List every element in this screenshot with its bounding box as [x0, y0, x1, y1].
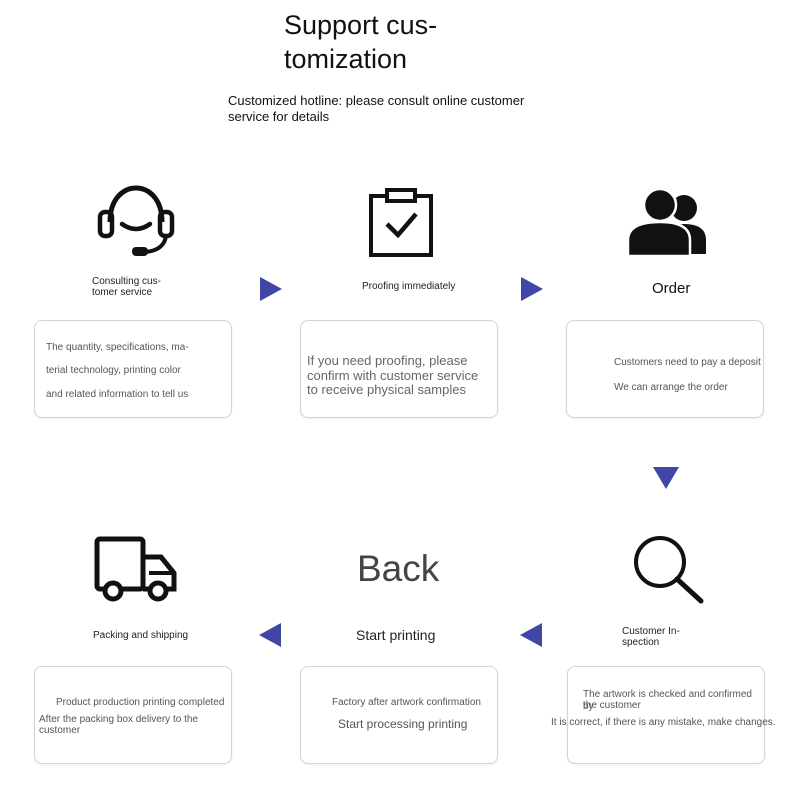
back-text: Back [357, 548, 440, 589]
users-icon [626, 187, 706, 258]
card-text: the customer [583, 700, 641, 711]
card-text: After the packing box delivery to the [39, 714, 198, 725]
step-label-inspection: Customer In- spection [622, 626, 680, 648]
arrow-down-icon [653, 467, 679, 489]
card-text: Start processing printing [338, 717, 468, 731]
card-text: The artwork is checked and confirmed by [583, 689, 752, 712]
hotline-line-2: service for details [228, 109, 330, 124]
arrow-left-icon [259, 623, 281, 647]
card-text: Customers need to pay a deposit [614, 357, 761, 368]
card-text: The quantity, specifications, ma- [46, 342, 189, 353]
arrow-right-icon [521, 277, 543, 301]
card-order: Customers need to pay a deposit We can a… [566, 320, 764, 418]
card-inspection: The artwork is checked and confirmed by … [551, 666, 776, 764]
card-text: and related information to tell us [46, 389, 189, 400]
title-line-1: Support cus- [284, 10, 438, 40]
hotline-text: Customized hotline: please consult onlin… [228, 93, 568, 125]
card-proofing: If you need proofing, please confirm wit… [300, 320, 498, 418]
step-label-printing: Start printing [356, 627, 436, 643]
arrow-left-icon [520, 623, 542, 647]
hotline-line-1: Customized hotline: please consult onlin… [228, 93, 525, 108]
title-line-2: tomization [284, 44, 408, 74]
card-consulting: The quantity, specifications, ma- terial… [34, 320, 232, 418]
magnifier-icon [634, 536, 704, 604]
step-label-order: Order [652, 280, 691, 297]
card-text: to receive physical samples [307, 382, 466, 397]
step-label-consulting: Consulting cus- tomer service [92, 276, 161, 298]
card-text: Factory after artwork confirmation [332, 697, 481, 708]
headset-icon [97, 185, 175, 256]
card-text: Product production printing completed [56, 697, 225, 708]
truck-icon [94, 536, 177, 602]
page-title: Support cus- tomization [284, 8, 514, 76]
card-text: confirm with customer service [307, 368, 479, 383]
card-text: customer [39, 725, 81, 736]
card-text: If you need proofing, please [307, 353, 468, 368]
card-text: We can arrange the order [614, 382, 728, 393]
clipboard-check-icon [369, 188, 433, 257]
arrow-right-icon [260, 277, 282, 301]
card-text: It is correct, if there is any mistake, … [551, 717, 776, 728]
card-shipping: Product production printing completed Af… [34, 666, 232, 764]
step-label-proofing: Proofing immediately [362, 281, 456, 292]
card-printing: Factory after artwork confirmation Start… [300, 666, 498, 764]
card-text: terial technology, printing color [46, 365, 181, 376]
step-label-shipping: Packing and shipping [93, 630, 189, 641]
